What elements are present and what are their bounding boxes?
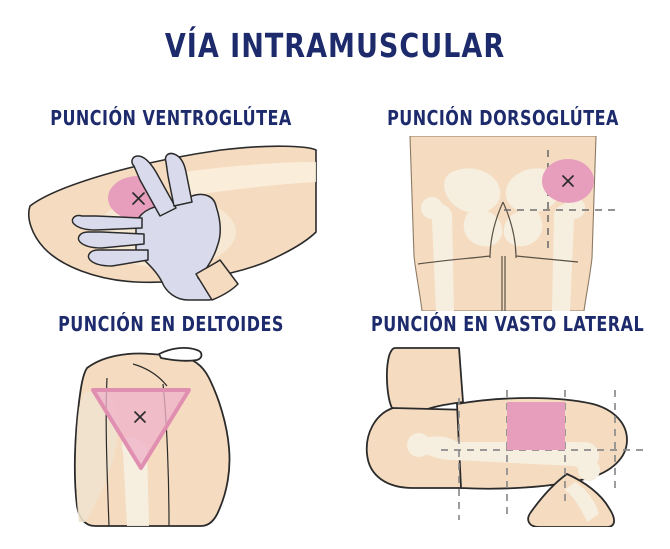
injection-site-marker [507, 402, 565, 450]
illustration-hip-with-gloved-hand [28, 145, 317, 301]
gluteal-contour-lines [417, 201, 579, 311]
injection-cross-mark [562, 175, 574, 187]
panel-ventrogluteal: PUNCIÓN VENTROGLÚTEA [6, 106, 336, 301]
panel-title-deltoid: PUNCIÓN EN DELTOIDES [58, 312, 284, 336]
glove-finger-middle [164, 152, 193, 207]
glove-finger-index [131, 155, 177, 217]
thigh-highlight-band [184, 162, 316, 196]
neck-contour [158, 347, 203, 362]
glove-finger-ring [71, 214, 143, 231]
glove-finger-thumb [87, 249, 149, 267]
hip-block-shape [386, 347, 464, 411]
pelvis-bones [444, 168, 562, 247]
panel-title-vastus-lateralis: PUNCIÓN EN VASTO LATERAL [371, 312, 645, 336]
page-title: VÍA INTRAMUSCULAR [164, 26, 506, 65]
injection-cross-mark [132, 192, 145, 205]
glove-cuff [195, 259, 239, 301]
illustration-buttocks-quadrants [409, 136, 618, 311]
tibia-bone [565, 482, 599, 522]
panel-deltoid: PUNCIÓN EN DELTOIDES [6, 312, 336, 527]
panel-title-ventrogluteal: PUNCIÓN VENTROGLÚTEA [50, 106, 292, 130]
injection-cross-mark [134, 411, 146, 423]
arm-shading [76, 390, 119, 522]
panel-title-dorsogluteal: PUNCIÓN DORSOGLÚTEA [387, 106, 619, 130]
illustration-shoulder-deltoid [73, 347, 231, 527]
glove-finger-little [77, 231, 145, 249]
injection-site-marker [91, 388, 191, 470]
gloved-hand [71, 152, 239, 301]
illustration-bent-leg-vastus [365, 347, 643, 527]
quadrant-dashed-lines [504, 150, 618, 248]
panel-dorsogluteal: PUNCIÓN DORSOGLÚTEA [338, 106, 668, 311]
femur-bones [421, 197, 585, 311]
panel-vastus: PUNCIÓN EN VASTO LATERAL [338, 312, 668, 527]
